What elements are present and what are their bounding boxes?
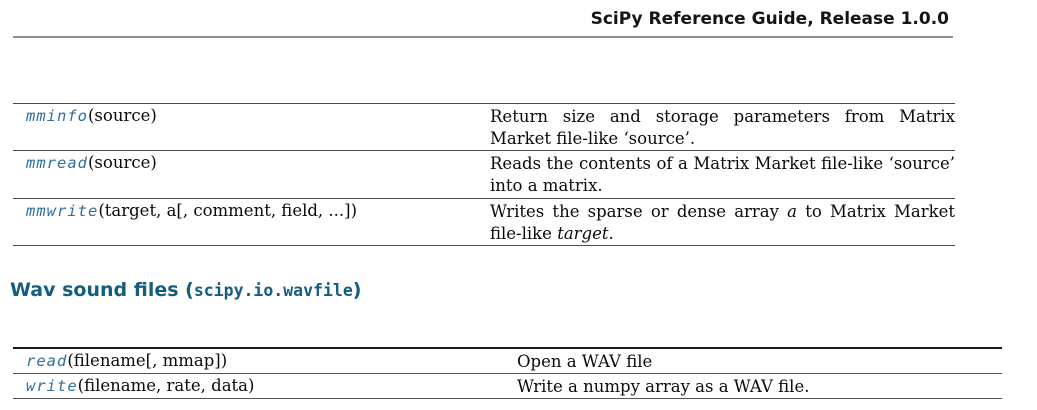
function-description: Writes the sparse or dense array a to Ma… bbox=[490, 199, 955, 245]
table-row: mminfo(source) Return size and storage p… bbox=[13, 104, 955, 151]
read-function-link[interactable]: read bbox=[26, 352, 68, 370]
section-heading-text: ) bbox=[352, 279, 362, 301]
mmread-function-link[interactable]: mmread bbox=[26, 154, 88, 172]
function-description: Return size and storage parameters from … bbox=[490, 107, 955, 148]
description-emphasis: target bbox=[557, 224, 609, 243]
function-args: (target, a[, comment, field, ...]) bbox=[98, 201, 358, 220]
wavfile-table: read(filename[, mmap]) Open a WAV file w… bbox=[13, 347, 1002, 399]
function-args: (filename[, mmap]) bbox=[67, 351, 228, 370]
description-text: to Matrix Market file-like bbox=[490, 202, 955, 243]
table-row: mmwrite(target, a[, comment, field, ...]… bbox=[13, 199, 955, 246]
description-emphasis: a bbox=[787, 202, 798, 221]
module-name-code: scipy.io.wavfile bbox=[193, 281, 353, 300]
function-args: (source) bbox=[88, 153, 157, 172]
page-header-title: SciPy Reference Guide, Release 1.0.0 bbox=[590, 9, 949, 29]
header-rule bbox=[13, 36, 953, 38]
function-description: Open a WAV file bbox=[517, 352, 653, 371]
section-heading-text: Wav sound files ( bbox=[10, 279, 194, 301]
function-signature-cell: write(filename, rate, data) bbox=[13, 374, 517, 398]
table-row: read(filename[, mmap]) Open a WAV file bbox=[13, 349, 1002, 374]
description-text: . bbox=[608, 224, 614, 243]
section-heading-wav-sound-files: Wav sound files (scipy.io.wavfile) bbox=[10, 278, 361, 303]
mminfo-function-link[interactable]: mminfo bbox=[26, 107, 88, 125]
function-args: (filename, rate, data) bbox=[77, 376, 255, 395]
table-row: write(filename, rate, data) Write a nump… bbox=[13, 374, 1002, 399]
function-signature-cell: mmread(source) bbox=[13, 151, 490, 198]
matrix-market-table: mminfo(source) Return size and storage p… bbox=[13, 103, 955, 246]
function-signature-cell: read(filename[, mmap]) bbox=[13, 349, 517, 373]
function-signature-cell: mmwrite(target, a[, comment, field, ...]… bbox=[13, 199, 490, 245]
write-function-link[interactable]: write bbox=[26, 377, 78, 395]
function-args: (source) bbox=[88, 106, 157, 125]
function-signature-cell: mminfo(source) bbox=[13, 104, 490, 150]
function-description: Reads the contents of a Matrix Market fi… bbox=[490, 154, 955, 195]
table-row: mmread(source) Reads the contents of a M… bbox=[13, 151, 955, 199]
mmwrite-function-link[interactable]: mmwrite bbox=[26, 202, 99, 220]
function-description: Write a numpy array as a WAV file. bbox=[517, 377, 810, 396]
description-text: Writes the sparse or dense array bbox=[490, 202, 788, 221]
